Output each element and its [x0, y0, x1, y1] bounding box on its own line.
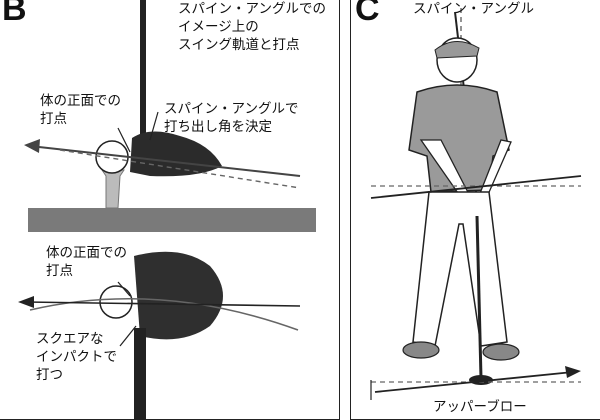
label-swing-path-title: スパイン・アングルでの イメージ上の スイング軌道と打点	[178, 1, 326, 53]
panel-b-illustration	[18, 0, 316, 420]
pointer-impact-bottom	[117, 281, 131, 297]
pointer-spine-angle	[149, 111, 159, 141]
launch-line	[29, 145, 301, 177]
target-arrow-head	[18, 296, 34, 308]
target-line	[25, 301, 301, 307]
launch-ref-dashed	[59, 149, 301, 189]
shoulder-tilt-line	[370, 175, 582, 199]
club-shaft-bottom	[134, 328, 146, 420]
golfer-right-shoe	[482, 343, 520, 361]
label-spine-angle: スパイン・アングル	[413, 1, 534, 17]
pointer-square-impact	[119, 325, 137, 347]
pointer-impact-top	[117, 127, 131, 153]
panel-b: B スパイン・アングルでの イメージ上の スイング軌道と打点 体	[0, 0, 340, 420]
label-square-impact: スクエアな インパクトで 打つ	[36, 331, 117, 383]
label-impact-point-bottom: 体の正面での 打点	[46, 245, 127, 279]
driver-head-top	[130, 131, 222, 177]
club-shaft-c	[475, 215, 483, 379]
swing-arc	[29, 297, 299, 331]
panel-c-letter: C	[355, 0, 380, 28]
ground-bar	[28, 208, 316, 232]
label-upper-blow: アッパーブロー	[433, 399, 527, 415]
upper-blow-line	[374, 371, 574, 393]
ball-bottom	[99, 285, 133, 319]
golfer-trousers	[412, 191, 508, 347]
golfer-cap	[434, 41, 480, 59]
tee	[101, 169, 125, 209]
label-impact-point-top: 体の正面での 打点	[40, 93, 121, 127]
driver-head-bottom	[134, 251, 223, 340]
panel-b-letter: B	[2, 0, 27, 28]
panel-c-illustration	[370, 8, 582, 400]
panel-c: C スパイン・アングル アッパーブロー	[350, 0, 600, 420]
golfer-left-shoe	[402, 341, 440, 359]
launch-arrow-head	[24, 139, 40, 153]
upper-blow-arrow-head	[565, 366, 581, 378]
label-spine-angle-decides: スパイン・アングルで 打ち出し角を決定	[164, 101, 299, 135]
club-shaft-top	[140, 0, 146, 140]
